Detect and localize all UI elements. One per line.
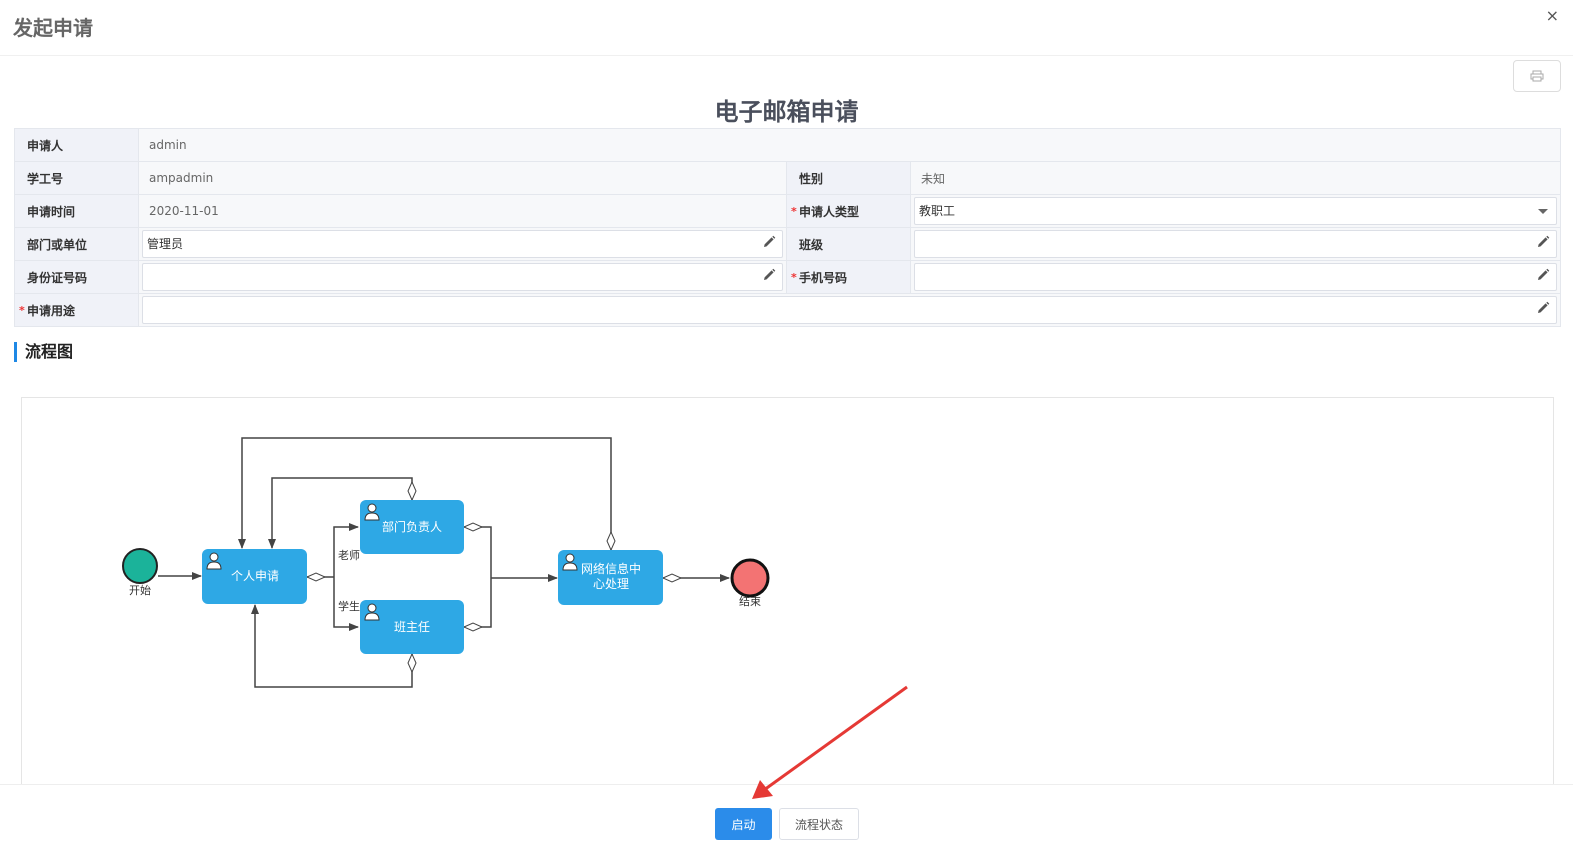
applicant-type-select[interactable]: 教职工 [914,197,1557,225]
task-personal: 个人申请 [202,549,307,604]
student-id-label: 学工号 [14,161,139,195]
svg-text:部门负责人: 部门负责人 [382,519,442,534]
phone-input[interactable] [914,263,1557,291]
id-number-input[interactable] [142,263,783,291]
required-mark: * [19,304,25,317]
pencil-icon [1538,268,1550,280]
diamond-marker [661,573,683,583]
user-icon [562,553,578,571]
svg-text:班主任: 班主任 [394,620,430,634]
diamond-marker [462,522,484,532]
department-input[interactable]: 管理员 [142,230,783,258]
purpose-input[interactable] [142,296,1557,324]
printer-icon [1530,70,1544,82]
gender-label: 性别 [786,161,911,195]
diamond-marker [462,622,484,632]
pencil-icon [1538,235,1550,247]
required-mark: * [791,271,797,284]
flow-edge [238,437,612,550]
form-title: 电子邮箱申请 [714,98,859,126]
diamond-marker [606,530,616,552]
department-label: 部门或单位 [14,227,139,261]
apply-time-value: 2020-11-01 [138,194,787,228]
task-class-teacher: 班主任 [360,600,464,654]
applicant-label: 申请人 [14,128,139,162]
apply-time-label: 申请时间 [14,194,139,228]
class-input[interactable] [914,230,1557,258]
flow-edge [464,526,492,628]
svg-text:个人申请: 个人申请 [231,569,279,583]
print-button[interactable] [1513,60,1561,92]
id-number-label: 身份证号码 [14,260,139,294]
flow-edge [333,577,359,631]
pencil-icon [764,268,776,280]
gender-value: 未知 [910,161,1561,195]
flow-diagram-svg: 开始 结束 个人申请 部门负责人 [122,437,770,688]
flow-status-button[interactable]: 流程状态 [779,808,859,840]
purpose-label: *申请用途 [14,293,139,327]
applicant-value: admin [138,128,1561,162]
phone-label: *手机号码 [786,260,911,294]
task-network-center: 网络信息中 心处理 [558,550,663,605]
start-button[interactable]: 启动 [715,808,772,840]
flow-edge [333,523,359,577]
edge-label-student: 学生 [338,599,360,613]
svg-text:心处理: 心处理 [593,577,629,591]
user-icon [364,503,380,521]
pencil-icon [1538,301,1550,313]
student-id-value: ampadmin [138,161,787,195]
start-event-label: 开始 [129,583,151,597]
diamond-marker [305,572,327,582]
chevron-down-icon [1538,209,1548,214]
applicant-type-label: *申请人类型 [786,194,911,228]
flow-section-title: 流程图 [14,342,73,362]
required-mark: * [791,205,797,218]
close-button[interactable]: × [1545,6,1559,25]
pencil-icon [764,235,776,247]
start-event [122,548,158,584]
application-form: 申请人 admin 学工号 ampadmin 性别 未知 申请时间 2020-1… [14,128,1561,327]
user-icon [364,603,380,621]
user-icon [206,552,222,570]
svg-text:网络信息中: 网络信息中 [581,561,641,576]
flow-diagram: 开始 结束 个人申请 部门负责人 [21,397,1554,797]
end-event [730,558,770,598]
end-event-label: 结束 [739,595,761,608]
class-label: 班级 [786,227,911,261]
edge-label-teacher: 老师 [338,549,360,562]
dialog-title: 发起申请 [13,16,93,40]
diamond-marker [407,652,417,674]
dialog-header: 发起申请 × [0,0,1573,56]
diamond-marker [407,480,417,502]
task-dept-head: 部门负责人 [360,500,464,554]
